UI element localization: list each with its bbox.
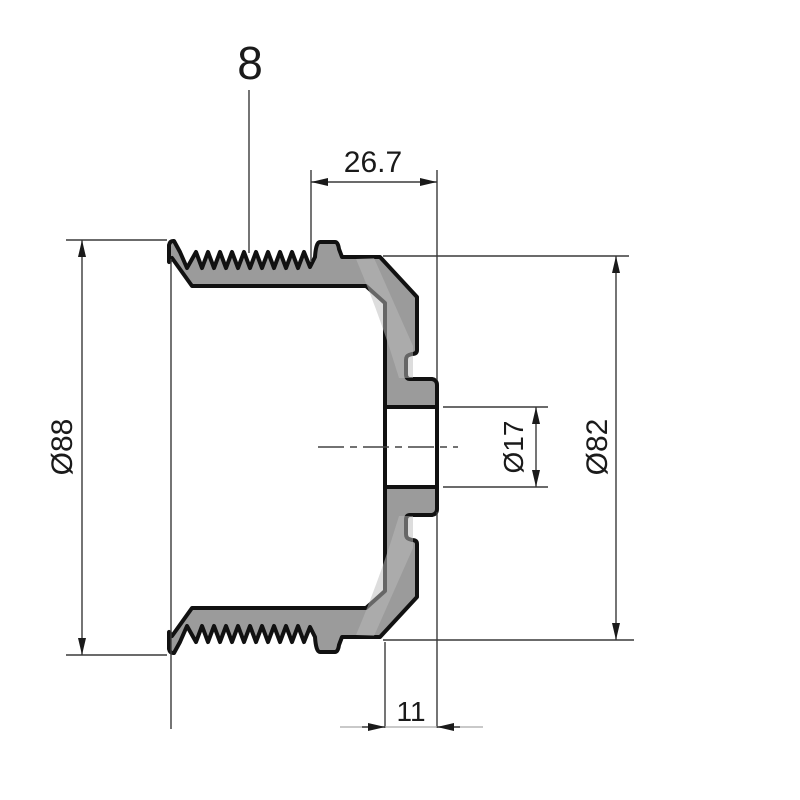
rib-count-label: 8: [237, 37, 263, 89]
bore-diameter-label: Ø17: [498, 421, 529, 474]
web-highlight-streak-lower: [356, 516, 413, 636]
outer-diameter-arrow-top: [78, 240, 86, 257]
dim-flange-diameter: Ø82: [383, 255, 634, 641]
outer-diameter-label: Ø88: [46, 419, 79, 476]
pulley-section-geometry: [167, 238, 439, 656]
groove-span-arrow-right: [420, 178, 437, 186]
web-highlight-streak-upper: [356, 258, 413, 378]
flange-diameter-arrow-top: [612, 256, 620, 273]
flange-diameter-label: Ø82: [581, 419, 614, 476]
dim-rib-count: 8: [237, 37, 263, 253]
hub-width-label: 11: [396, 696, 425, 727]
dim-groove-span: 26.7: [310, 146, 438, 380]
hub-width-arrow-left: [368, 723, 385, 731]
outer-diameter-arrow-bottom: [78, 638, 86, 655]
bore-diameter-arrow-top: [532, 407, 540, 424]
bore-diameter-arrow-bottom: [532, 470, 540, 487]
dim-outer-diameter: Ø88: [46, 239, 167, 656]
dim-hub-width: 11: [340, 512, 483, 731]
groove-span-label: 26.7: [344, 146, 402, 179]
flange-diameter-arrow-bottom: [612, 623, 620, 640]
dim-bore-diameter: Ø17: [443, 406, 548, 488]
hub-width-arrow-right: [437, 723, 454, 731]
groove-span-arrow-left: [311, 178, 328, 186]
